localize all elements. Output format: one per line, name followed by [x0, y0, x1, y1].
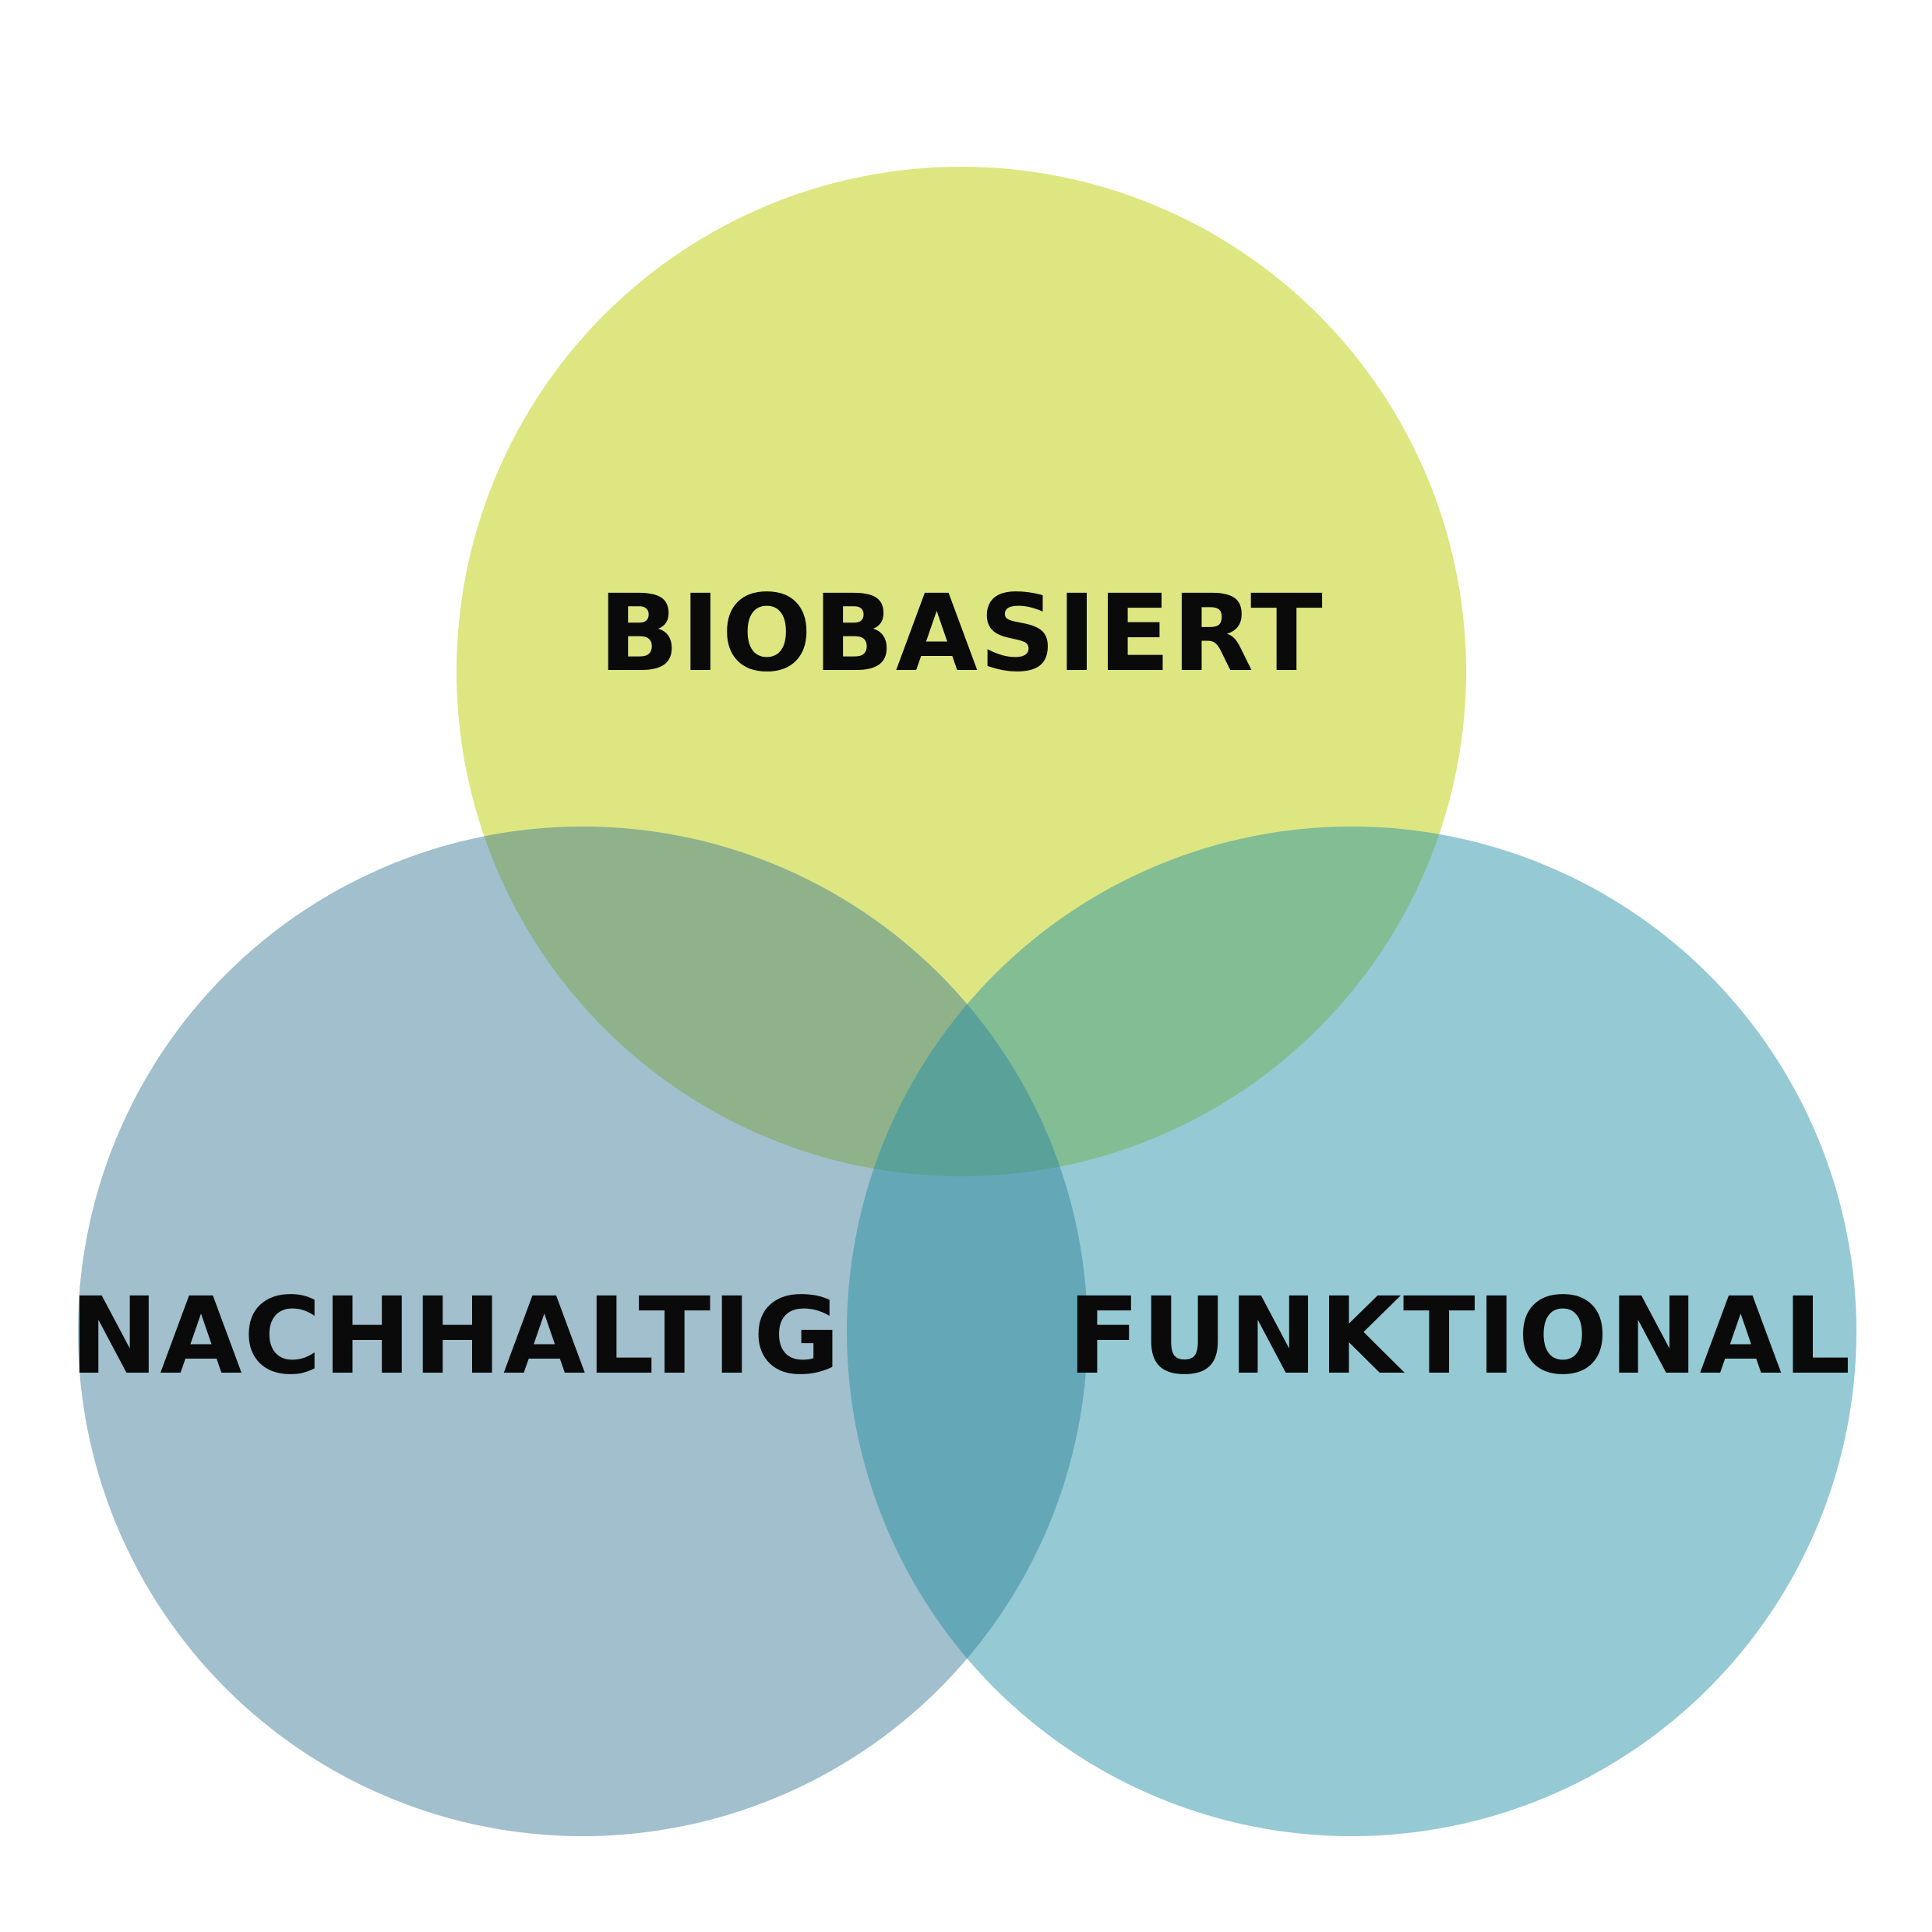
overlap-biobasiert-nachhaltig	[457, 827, 1088, 1176]
overlap-biobasiert-funktional	[847, 827, 1466, 1176]
label-funktional: FUNKTIONAL	[1067, 1275, 1852, 1398]
label-nachhaltig: NACHHALTIG	[70, 1275, 842, 1398]
label-biobasiert: BIOBASIERT	[598, 573, 1324, 696]
